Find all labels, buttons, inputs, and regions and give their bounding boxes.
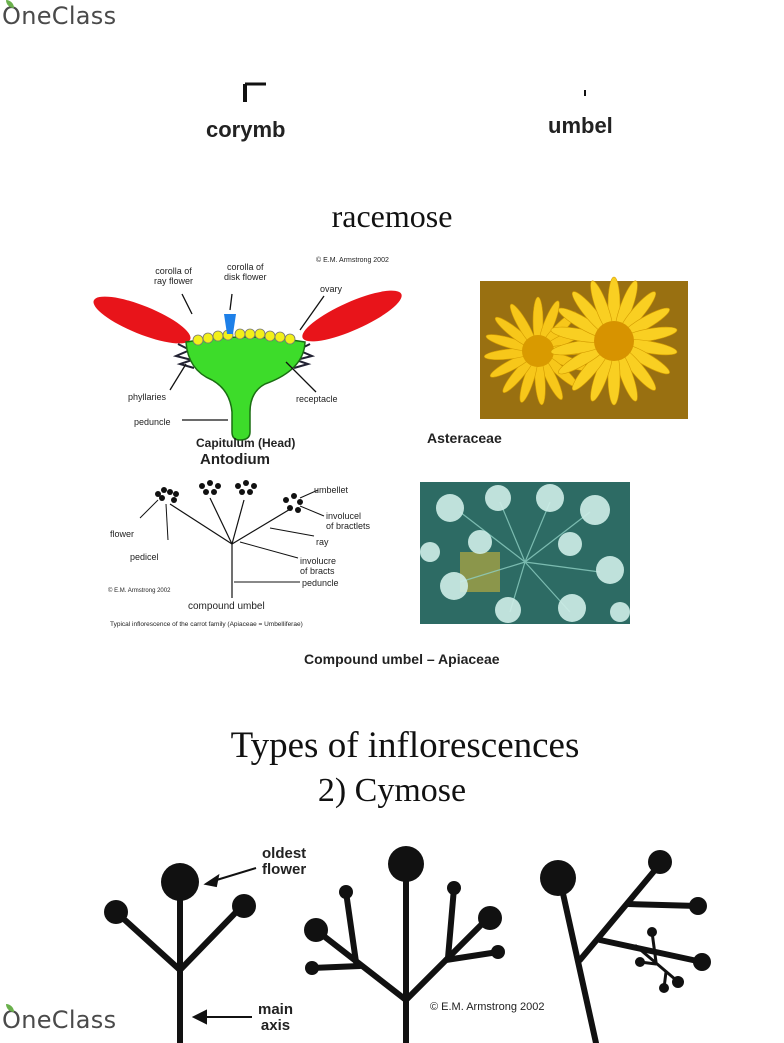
corymb-label: corymb bbox=[206, 117, 286, 142]
umbel-fragment bbox=[584, 90, 586, 96]
capitulum-copyright: © E.M. Armstrong 2002 bbox=[316, 257, 389, 264]
flower-label: flower bbox=[110, 529, 135, 539]
ray-flower-right bbox=[302, 290, 402, 342]
logo-text-bottom: OneClass bbox=[2, 1006, 117, 1034]
receptacle bbox=[185, 336, 306, 441]
receptacle-label: receptacle bbox=[296, 394, 338, 404]
corolla-ray-label: corolla of ray flower bbox=[154, 266, 194, 286]
types-title: Types of inflorescences bbox=[230, 725, 580, 766]
cymose-copyright: © E.M. Armstrong 2002 bbox=[430, 1001, 545, 1013]
ray-flower-left bbox=[93, 296, 191, 344]
phyllaries-label: phyllaries bbox=[128, 392, 167, 402]
apiaceae-photo bbox=[420, 482, 630, 624]
compound-umbel-name: compound umbel bbox=[188, 601, 265, 612]
umbel-copyright: © E.M. Armstrong 2002 bbox=[108, 588, 171, 594]
pedicel-label: pedicel bbox=[130, 552, 159, 562]
involucre-label: involucre of bracts bbox=[300, 556, 337, 576]
compound-umbel-diagram bbox=[139, 480, 325, 598]
corolla-disk-label: corolla of disk flower bbox=[224, 262, 267, 282]
umbellet-label: umbellet bbox=[314, 485, 349, 495]
peduncle-umbel-label: peduncle bbox=[302, 578, 339, 588]
corymb-fragment bbox=[243, 82, 266, 102]
logo-text: OneClass bbox=[2, 2, 117, 30]
oneclass-logo-top: OneClass bbox=[2, 2, 116, 30]
cymose-title: 2) Cymose bbox=[317, 772, 467, 809]
asteraceae-caption: Asteraceae bbox=[427, 430, 502, 446]
umbel-label: umbel bbox=[548, 113, 613, 138]
disk-corolla bbox=[224, 314, 236, 334]
peduncle-label: peduncle bbox=[134, 417, 171, 427]
asteraceae-photo bbox=[480, 276, 688, 419]
antodium-caption: Antodium bbox=[200, 451, 270, 468]
cymose-diagram bbox=[104, 846, 711, 1043]
typical-inflorescence-caption: Typical inflorescence of the carrot fami… bbox=[110, 621, 303, 628]
capitulum-caption: Capitulum (Head) bbox=[196, 436, 296, 450]
oneclass-logo-bottom: OneClass bbox=[2, 1006, 116, 1034]
main-axis-label: main axis bbox=[258, 1001, 294, 1034]
flower-right bbox=[550, 276, 678, 406]
involucel-label: involucel of bractlets bbox=[326, 511, 371, 531]
ovary-label: ovary bbox=[320, 284, 343, 294]
capitulum-diagram bbox=[93, 290, 402, 441]
ray-label: ray bbox=[316, 537, 329, 547]
apiaceae-caption: Compound umbel – Apiaceae bbox=[304, 651, 500, 667]
oldest-flower-label: oldest flower bbox=[262, 845, 307, 878]
leaf-icon bbox=[6, 1004, 14, 1012]
racemose-title: racemose bbox=[331, 198, 453, 234]
leaf-icon bbox=[6, 0, 14, 8]
